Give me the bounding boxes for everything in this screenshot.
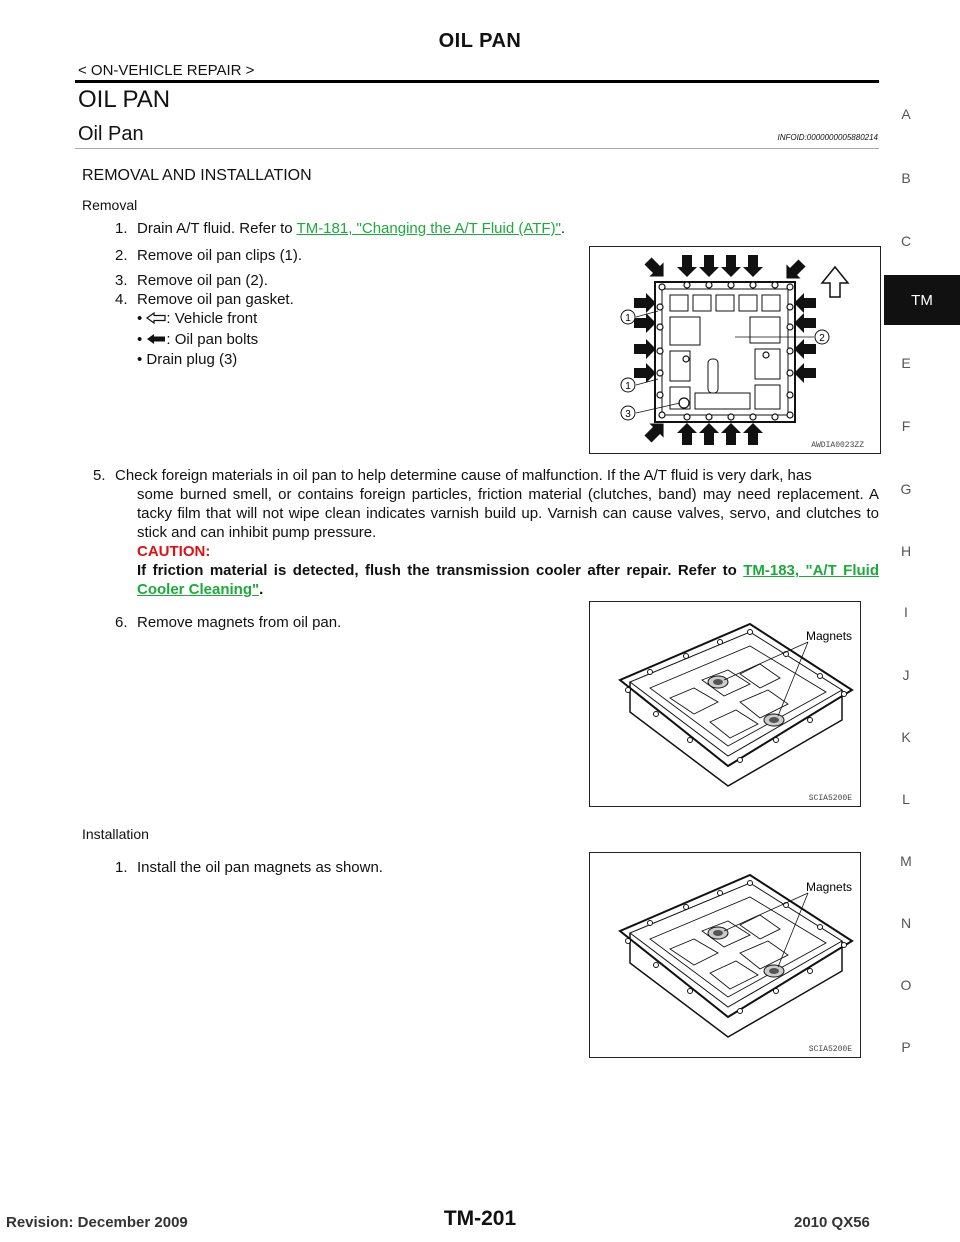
step-text: Remove magnets from oil pan.	[137, 614, 342, 631]
step-3: 3. Remove oil pan (2).	[115, 271, 268, 291]
footer-model: 2010 QX56	[794, 1214, 870, 1231]
tab-l[interactable]: L	[902, 791, 910, 807]
removal-label: Removal	[82, 197, 138, 213]
bullet-text: : Oil pan bolts	[166, 331, 259, 348]
main-title: OIL PAN	[78, 86, 171, 113]
bullet-dot: •	[137, 310, 147, 327]
step-number: 2.	[115, 247, 128, 264]
tm-183-link[interactable]: TM-183, "A/T Fluid Cooler Cleaning"	[137, 562, 880, 598]
info-id: INFOID:0000000005880214	[777, 133, 878, 142]
tab-o[interactable]: O	[900, 977, 912, 993]
magnets-install-figure: Magnets SCIA5200E	[589, 852, 861, 1058]
tab-c[interactable]: C	[900, 233, 912, 249]
step-number: 1.	[115, 220, 128, 237]
step-5-text-line1: Check foreign materials in oil pan to he…	[115, 467, 812, 484]
tab-p[interactable]: P	[901, 1039, 911, 1055]
step-number: 3.	[115, 272, 128, 289]
step-5-text-rest: some burned smell, or contains foreign p…	[137, 486, 879, 541]
caution-label: CAUTION:	[137, 543, 211, 560]
step-text: Remove oil pan gasket.	[137, 291, 294, 308]
step-2: 2. Remove oil pan clips (1).	[115, 246, 302, 266]
caution-body: If friction material is detected, flush …	[137, 562, 744, 579]
step-1: 1. Drain A/T fluid. Refer to TM-181, "Cha…	[115, 219, 565, 239]
magnets-label: Magnets	[806, 629, 852, 643]
magnets-removal-figure: Magnets SCIA5200E	[589, 601, 861, 807]
bullet-text: : Vehicle front	[166, 310, 258, 327]
outline-arrow-icon	[146, 311, 167, 325]
tab-j[interactable]: J	[902, 667, 910, 683]
caution-text: If friction material is detected, flush …	[115, 561, 879, 599]
sub-rule	[75, 148, 879, 149]
solid-arrow-icon	[147, 334, 166, 344]
bullet-dot: •	[137, 331, 147, 348]
bullet-text: Drain plug (3)	[146, 351, 238, 368]
footer-revision: Revision: December 2009	[6, 1214, 188, 1231]
figure-code: SCIA5200E	[809, 794, 852, 803]
sub-title: Oil Pan	[78, 123, 144, 145]
oil-pan-magnets-diagram: Magnets SCIA5200E	[618, 873, 854, 1054]
callout-2: 2	[819, 333, 825, 344]
step-5: 5. Check foreign materials in oil pan to …	[93, 466, 879, 599]
step-text: Drain A/T fluid. Refer to	[137, 220, 297, 237]
oil-pan-diagram: 1 2 1 3 AWDIA0023ZZ	[620, 253, 864, 450]
magnets-label: Magnets	[806, 880, 852, 894]
tab-k[interactable]: K	[901, 729, 911, 745]
caution-punct: .	[259, 581, 264, 598]
step-number: 5.	[93, 467, 106, 484]
step-5-line1: 5. Check foreign materials in oil pan to …	[93, 466, 879, 485]
tab-e[interactable]: E	[901, 355, 911, 371]
bullet-drain-plug: • Drain plug (3)	[137, 350, 237, 370]
page-header: OIL PAN	[438, 30, 522, 52]
figure-code: AWDIA0023ZZ	[811, 441, 864, 450]
install-step-1: 1. Install the oil pan magnets as shown.	[115, 858, 383, 878]
tab-tm-active[interactable]: TM	[884, 275, 960, 325]
tm-181-link[interactable]: TM-181, "Changing the A/T Fluid (ATF)"	[296, 220, 561, 237]
figure-code: SCIA5200E	[809, 1045, 852, 1054]
oil-pan-bolts-figure: 1 2 1 3 AWDIA0023ZZ	[589, 246, 881, 454]
tab-g[interactable]: G	[900, 481, 912, 497]
footer-page-number: TM-201	[443, 1207, 517, 1230]
step-text: Remove oil pan (2).	[137, 272, 268, 289]
bullet-dot: •	[137, 351, 147, 368]
tab-m[interactable]: M	[900, 853, 912, 869]
step-text: Install the oil pan magnets as shown.	[137, 859, 383, 876]
bullet-oil-pan-bolts: • : Oil pan bolts	[137, 330, 258, 350]
header-rule	[75, 80, 879, 83]
oil-pan-magnets-diagram: Magnets SCIA5200E	[618, 622, 854, 803]
tab-i[interactable]: I	[904, 604, 908, 620]
step-6: 6. Remove magnets from oil pan.	[115, 613, 341, 633]
tab-b[interactable]: B	[901, 170, 911, 186]
step-punct: .	[560, 220, 566, 237]
step-4: 4. Remove oil pan gasket.	[115, 290, 294, 310]
installation-label: Installation	[82, 826, 149, 842]
callout-3: 3	[625, 409, 631, 420]
section-heading: REMOVAL AND INSTALLATION	[82, 167, 312, 184]
step-text: Remove oil pan clips (1).	[137, 247, 303, 264]
bullet-vehicle-front: • : Vehicle front	[137, 309, 257, 329]
section-path: < ON-VEHICLE REPAIR >	[78, 62, 255, 79]
callout-1: 1	[625, 313, 631, 324]
step-number: 1.	[115, 859, 128, 876]
step-number: 6.	[115, 614, 128, 631]
callout-1b: 1	[625, 381, 631, 392]
tab-h[interactable]: H	[900, 543, 912, 559]
step-number: 4.	[115, 291, 128, 308]
tab-a[interactable]: A	[901, 106, 911, 122]
tab-f[interactable]: F	[901, 418, 911, 434]
tab-n[interactable]: N	[900, 915, 912, 931]
